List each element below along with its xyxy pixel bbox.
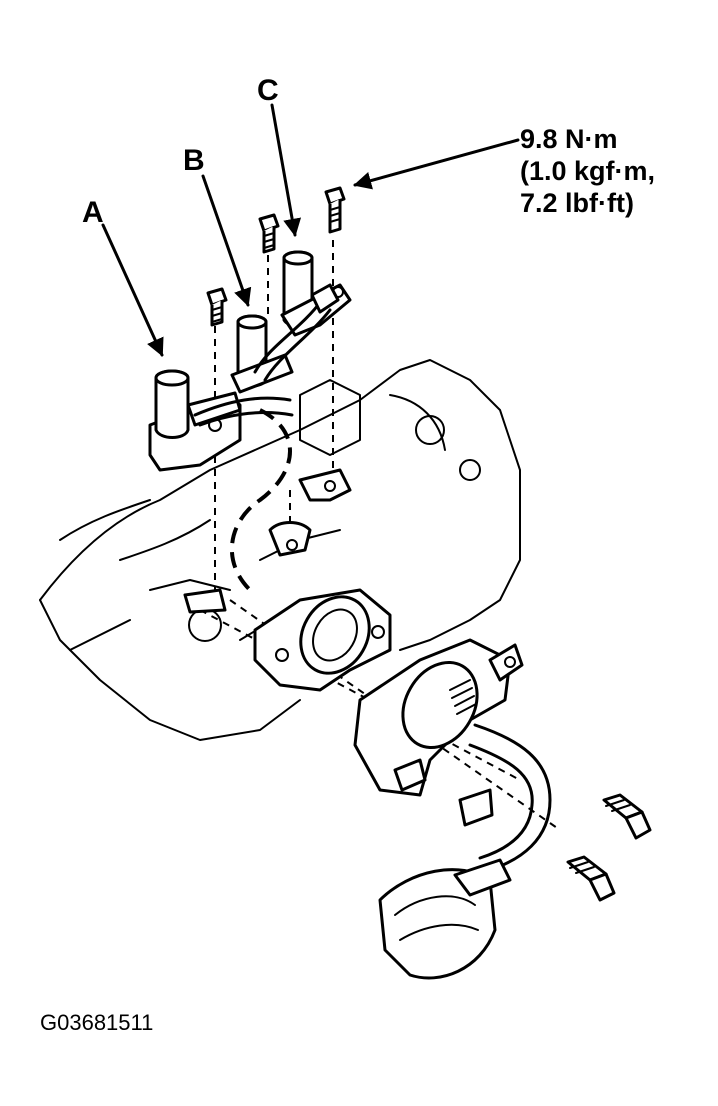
connector-bracket-assembly	[353, 638, 524, 827]
speed-sensor-housing	[253, 588, 392, 692]
sensor-harness	[193, 283, 340, 427]
bolt-lower-left	[566, 855, 616, 902]
torque-spec-line3: 7.2 lbf·ft)	[520, 188, 634, 218]
sensor-b	[230, 314, 294, 394]
sensor-a	[148, 369, 242, 472]
bolt-lower-right	[602, 793, 652, 840]
leader-arrows	[101, 103, 520, 357]
arrow-c	[270, 103, 302, 237]
bolt-sensor-a	[206, 287, 228, 327]
connector-harness	[468, 723, 552, 872]
harness-connector	[378, 858, 512, 980]
torque-spec-line1: 9.8 N·m	[520, 124, 618, 154]
bolt-sensor-b	[258, 213, 280, 254]
bolt-sensor-c	[324, 186, 346, 234]
arrow-a	[101, 223, 164, 357]
torque-spec-line2: (1.0 kgf·m,	[520, 156, 655, 186]
callout-b: B	[183, 144, 205, 177]
callout-a: A	[82, 196, 104, 229]
harness-clip-bracket	[183, 468, 352, 614]
arrow-torque	[353, 138, 520, 190]
callout-c: C	[257, 74, 279, 107]
figure-id: G03681511	[40, 1010, 153, 1035]
arrow-b	[201, 174, 252, 307]
